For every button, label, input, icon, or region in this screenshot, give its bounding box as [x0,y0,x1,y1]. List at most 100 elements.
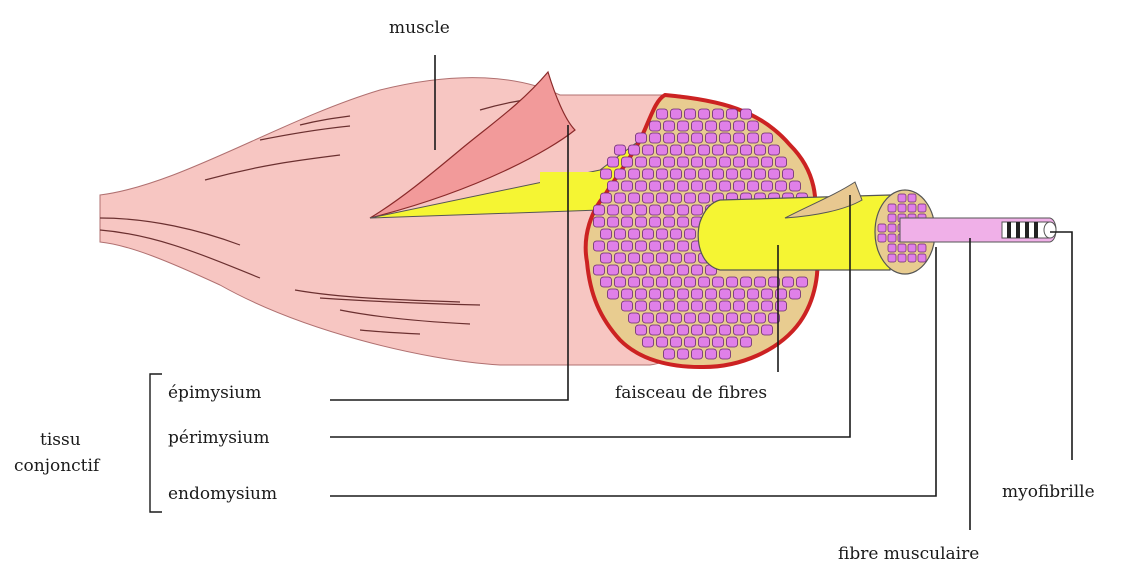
fiber-cell [706,325,717,335]
fiber-cell [678,301,689,311]
fiber-cell [748,325,759,335]
fiber-cell [622,241,633,251]
fiber-cell [713,109,724,119]
fiber-cell [657,337,668,347]
fiber-cell [727,145,738,155]
fiber-cell [720,301,731,311]
fiber-cell [755,145,766,155]
fiber-cell [699,277,710,287]
fiber-cell [608,181,619,191]
fiber-cell [643,193,654,203]
small-fiber-cell [898,254,906,262]
fiber-cell [636,217,647,227]
fiber-cell [776,301,787,311]
small-fiber-cell [918,244,926,252]
fiber-cell [629,277,640,287]
fiber-cell [678,181,689,191]
fiber-cell [664,349,675,359]
small-fiber-cell [918,254,926,262]
fiber-cell [734,157,745,167]
fiber-cell [748,133,759,143]
fiber-cell [706,133,717,143]
fiber-cell [622,205,633,215]
fiber-cell [685,193,696,203]
fiber-cell [615,253,626,263]
fiber-cell [664,181,675,191]
fiber-cell [762,289,773,299]
fiber-cell [608,217,619,227]
label-muscle-fiber: fibre musculaire [838,546,979,563]
fiber-cell [748,301,759,311]
fiber-cell [657,229,668,239]
fiber-cell [734,181,745,191]
fiber-cell [650,133,661,143]
fiber-cell [622,217,633,227]
fiber-cell [727,109,738,119]
fiber-cell [685,109,696,119]
fiber-cell [622,265,633,275]
fiber-cell [664,157,675,167]
fiber-cell [601,169,612,179]
fiber-cell [608,241,619,251]
fiber-cell [748,121,759,131]
small-fiber-cell [918,204,926,212]
small-fiber-cell [908,244,916,252]
fiber-cell [664,241,675,251]
fiber-cell [636,133,647,143]
fiber-cell [650,265,661,275]
fiber-cell [608,157,619,167]
fiber-cell [720,157,731,167]
fiber-cell [643,277,654,287]
fiber-cell [657,109,668,119]
fiber-cell [678,121,689,131]
fiber-cell [706,121,717,131]
fiber-cell [685,337,696,347]
fiber-cell [664,121,675,131]
fiber-cell [776,157,787,167]
fiber-cell [629,313,640,323]
fiber-cell [685,145,696,155]
fiber-cell [608,205,619,215]
small-fiber-cell [908,204,916,212]
fiber-cell [685,277,696,287]
fiber-cell [636,181,647,191]
fiber-cell [741,277,752,287]
fiber-cell [692,205,703,215]
fiber-cell [643,169,654,179]
fiber-cell [636,301,647,311]
fiber-cell [664,265,675,275]
fiber-cell [685,253,696,263]
small-fiber-cell [898,244,906,252]
small-fiber-cell [888,204,896,212]
fiber-cell [741,337,752,347]
fiber-cell [748,289,759,299]
fiber-cell [650,205,661,215]
fiber-cell [650,217,661,227]
fiber-cell [720,181,731,191]
fiber-cell [776,181,787,191]
fiber-cell [615,277,626,287]
fiber-cell [699,337,710,347]
fiber-cell [650,121,661,131]
myofibril [1002,222,1056,238]
fiber-cell [664,205,675,215]
fiber-cell [720,121,731,131]
fiber-cell [741,145,752,155]
fiber-cell [692,157,703,167]
fiber-cell [678,133,689,143]
label-tissue-line2: conjonctif [14,458,99,475]
fiber-cell [594,265,605,275]
fiber-cell [615,145,626,155]
fiber-cell [629,145,640,155]
small-fiber-cell [898,204,906,212]
fiber-cell [727,313,738,323]
fiber-cell [678,217,689,227]
fiber-cell [706,349,717,359]
fiber-cell [692,181,703,191]
small-fiber-cell [908,254,916,262]
label-tissue-line1: tissu [40,432,81,449]
fiber-cell [762,325,773,335]
fiber-cell [734,301,745,311]
fiber-cell [636,289,647,299]
fiber-cell [776,289,787,299]
